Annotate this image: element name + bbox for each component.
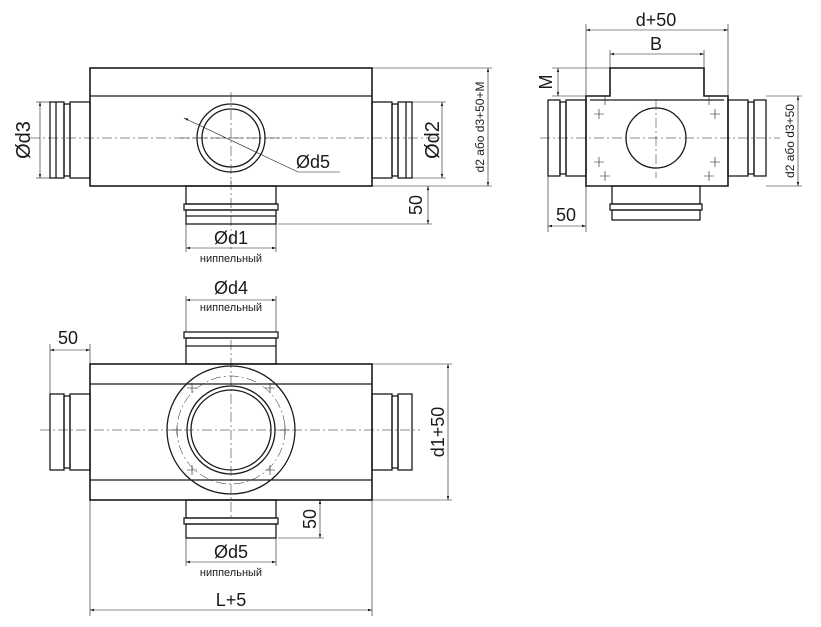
dim-side-m-label: M [536,75,556,90]
dim-d4-note: ниппельный [200,302,262,314]
top-right-nipple [371,393,413,471]
dim-length-label: L+5 [216,590,247,610]
dim-side-width-label: d+50 [636,10,677,30]
top-upper-nipple [183,331,279,365]
side-view: d+50 B M d2 або d3+50 50 [536,10,802,232]
dim-d2-label: Ød2 [422,121,444,159]
dim-front-nipple-label: 50 [406,195,426,215]
front-view: Ød3 Ød2 d2 або d3+50+M 50 Ød5 Ød1 ниппел… [13,67,492,265]
dim-d1-note: ниппельный [200,253,262,265]
dim-d4-label: Ød4 [214,278,248,298]
dim-top-height-label: d1+50 [428,407,448,458]
dim-top-d5-note: ниппельный [200,567,262,579]
front-left-nipple [49,101,91,179]
side-bottom-nipple [609,185,703,221]
top-view: Ød4 ниппельный 50 d1+50 50 Ød5 ниппельны… [40,278,452,616]
side-right-nipple [727,99,767,177]
dim-d1-label: Ød1 [214,228,248,248]
front-right-nipple [371,101,413,179]
side-left-nipple [547,99,587,177]
dim-top-nipple-label: 50 [300,509,320,529]
dim-front-d5-label: Ød5 [296,152,330,172]
dim-front-height-label: d2 або d3+50+M [473,82,487,173]
dim-side-nipple-label: 50 [556,205,576,225]
dim-side-height-label: d2 або d3+50 [783,104,797,178]
dim-top-left-label: 50 [58,328,78,348]
top-lower-nipple [183,499,279,539]
dim-side-b-label: B [650,34,662,54]
dim-top-d5-label: Ød5 [214,542,248,562]
dim-d3-label: Ød3 [13,121,35,159]
top-left-nipple [49,393,91,471]
